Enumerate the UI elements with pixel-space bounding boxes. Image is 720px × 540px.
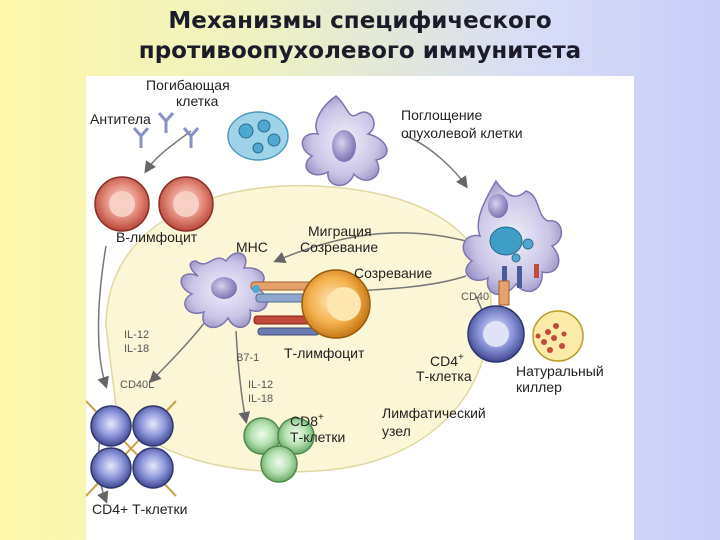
cd8-cell-icon bbox=[277, 417, 315, 455]
antibody-icon bbox=[132, 127, 150, 148]
label-cd4-t-cell-2: Т-клетка bbox=[416, 368, 472, 384]
label-cd40l: CD40L bbox=[120, 379, 154, 391]
diagram-figure: Погибающая клетка Антитела Поглощение оп… bbox=[86, 76, 634, 540]
label-cd4-t-cell-1: CD4+ bbox=[430, 352, 464, 369]
dendritic-cell-uptake bbox=[301, 95, 388, 187]
label-b71: B7-1 bbox=[236, 352, 259, 364]
label-cd4-cells: CD4+ Т-клетки bbox=[92, 501, 187, 517]
antibody-icon bbox=[182, 127, 200, 148]
label-t-lymphocyte: Т-лимфоцит bbox=[284, 345, 365, 361]
cd8-cell-icon bbox=[260, 445, 298, 483]
b-cell-nucleus bbox=[173, 191, 199, 217]
label-dying-cell-1: Погибающая bbox=[146, 77, 230, 93]
label-il12-b: IL-12 bbox=[248, 379, 273, 391]
cd4-cell-icon bbox=[90, 405, 132, 447]
antibodies-group bbox=[132, 112, 200, 148]
label-il18-b: IL-18 bbox=[248, 393, 273, 405]
label-uptake-2: опухолевой клетки bbox=[401, 125, 523, 141]
label-uptake-1: Поглощение bbox=[401, 107, 482, 123]
tumor-fragment bbox=[489, 226, 523, 256]
title-line-2: противоопухолевого иммунитета bbox=[138, 38, 582, 64]
cd40-receptor bbox=[498, 280, 510, 306]
dying-tumor-cell bbox=[227, 111, 289, 161]
cd4-t-cell bbox=[467, 280, 525, 363]
cd8-t-cells bbox=[243, 417, 315, 483]
cd4-cell-icon bbox=[90, 447, 132, 489]
dendritic-cell-mature bbox=[462, 179, 562, 296]
t-lymphocyte bbox=[301, 269, 371, 339]
natural-killer bbox=[532, 310, 584, 362]
label-cd8-2: Т-клетки bbox=[290, 429, 345, 445]
label-il12-a: IL-12 bbox=[124, 329, 149, 341]
label-lymph-node-1: Лимфатический bbox=[382, 405, 486, 421]
dendritic-cell-central bbox=[180, 252, 268, 329]
label-nk-1: Натуральный bbox=[516, 363, 604, 379]
dendritic-nucleus bbox=[332, 130, 356, 162]
label-mhc: МНС bbox=[236, 239, 268, 255]
label-cd8-1: CD8+ bbox=[290, 412, 324, 429]
label-dying-cell-2: клетка bbox=[176, 93, 219, 109]
dendritic-nucleus bbox=[211, 277, 237, 299]
b-cell-nucleus bbox=[109, 191, 135, 217]
label-cd40: CD40 bbox=[461, 291, 489, 303]
label-migration: Миграция bbox=[308, 223, 372, 239]
immunity-diagram: Погибающая клетка Антитела Поглощение оп… bbox=[86, 77, 604, 517]
b-lymphocytes bbox=[94, 176, 214, 232]
t-cell-nucleus bbox=[327, 287, 361, 321]
label-lymph-node-2: узел bbox=[382, 423, 411, 439]
cd4-t-cells-cluster bbox=[86, 400, 177, 497]
label-nk-2: киллер bbox=[516, 379, 562, 395]
slide-title: Механизмы специфического противоопухолев… bbox=[0, 6, 720, 66]
label-il18-a: IL-18 bbox=[124, 343, 149, 355]
cd4-cell-icon bbox=[132, 405, 174, 447]
antibody-icon bbox=[157, 112, 175, 133]
label-b-lymphocyte: В-лимфоцит bbox=[116, 229, 198, 245]
label-antibodies: Антитела bbox=[90, 111, 151, 127]
title-line-1: Механизмы специфического bbox=[168, 8, 552, 34]
label-maturation-2: Созревание bbox=[354, 265, 432, 281]
cd4-cell-icon bbox=[132, 447, 174, 489]
label-maturation-1: Созревание bbox=[300, 239, 378, 255]
nk-cell-icon bbox=[532, 310, 584, 362]
